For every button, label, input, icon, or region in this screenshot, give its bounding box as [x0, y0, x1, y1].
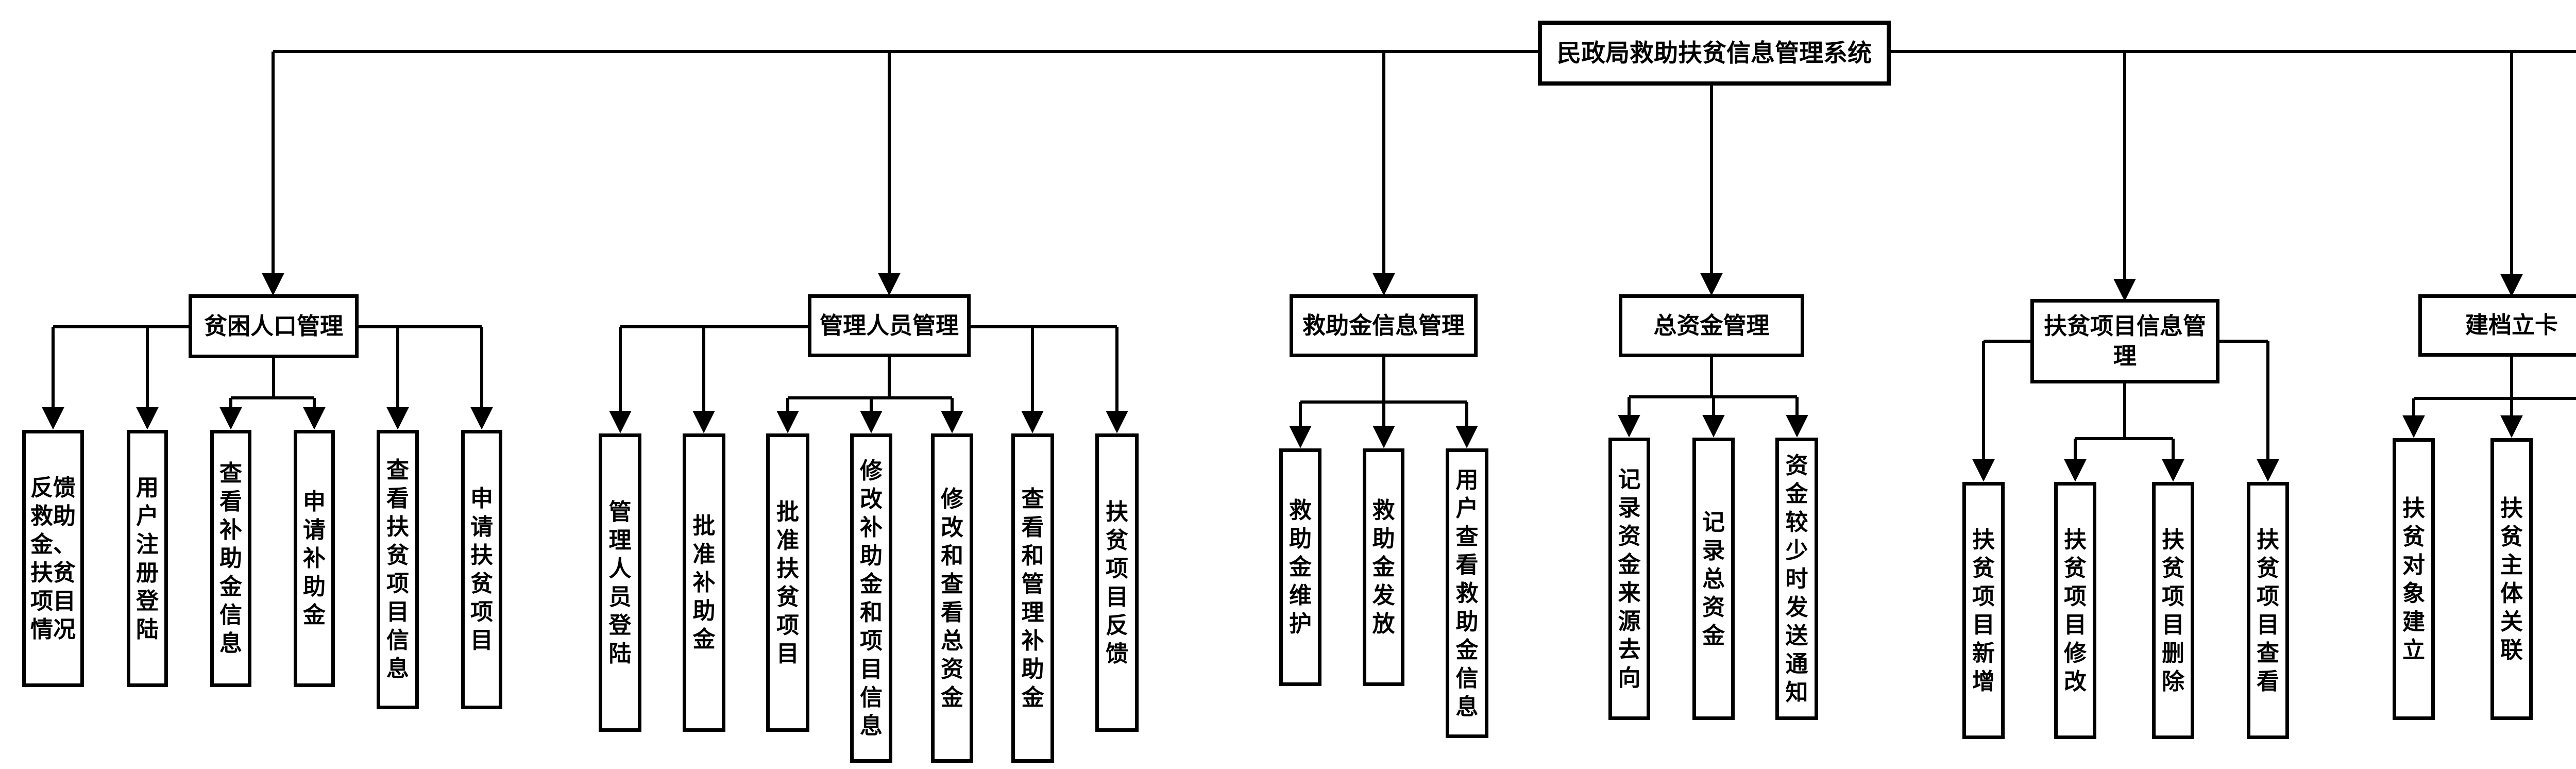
node-group-total-fund-mgmt: 总资金管理 [1619, 294, 1804, 357]
node-leaf-apply-subsidy: 申请补助金 [294, 430, 335, 687]
node-leaf-poverty-project-add: 扶贫项目新增 [1962, 482, 2005, 739]
node-leaf-approve-poverty-project: 批准扶贫项目 [766, 433, 809, 732]
node-group-poor-population-mgmt: 贫困人口管理 [189, 294, 359, 358]
node-leaf-view-and-manage-subsidy: 查看和管理补助金 [1011, 433, 1054, 763]
node-leaf-user-view-aid-fund-info: 用户查看救助金信息 [1446, 448, 1488, 738]
node-leaf-aid-fund-distribution: 救助金发放 [1363, 448, 1404, 686]
node-leaf-poverty-target-creation: 扶贫对象建立 [2393, 438, 2435, 720]
node-leaf-record-fund-source-destination: 记录资金来源去向 [1608, 438, 1650, 720]
node-group-poverty-project-info-mgmt: 扶贫项目信息管理 [2030, 299, 2219, 383]
node-leaf-modify-and-view-total-fund: 修改和查看总资金 [931, 433, 973, 763]
node-leaf-poverty-project-view: 扶贫项目查看 [2247, 482, 2289, 739]
node-leaf-poverty-subject-association: 扶贫主体关联 [2490, 438, 2533, 720]
node-leaf-poverty-project-delete: 扶贫项目删除 [2152, 482, 2194, 739]
node-leaf-poverty-project-modify: 扶贫项目修改 [2054, 482, 2096, 739]
node-leaf-low-fund-notification: 资金较少时发送通知 [1775, 438, 1818, 720]
node-root-system-title: 民政局救助扶贫信息管理系统 [1538, 21, 1891, 86]
node-leaf-poverty-project-feedback: 扶贫项目反馈 [1095, 433, 1139, 732]
node-leaf-admin-staff-login: 管理人员登陆 [599, 433, 641, 732]
node-leaf-modify-subsidy-and-project-info: 修改补助金和项目信息 [850, 433, 892, 763]
node-leaf-approve-subsidy: 批准补助金 [683, 433, 725, 732]
node-leaf-user-register-login: 用户注册登陆 [127, 430, 168, 687]
node-leaf-view-poverty-project-info: 查看扶贫项目信息 [377, 430, 419, 709]
node-group-aid-fund-info-mgmt: 救助金信息管理 [1290, 294, 1478, 357]
node-group-admin-staff-mgmt: 管理人员管理 [808, 294, 971, 357]
node-leaf-view-subsidy-info: 查看补助金信息 [210, 430, 251, 687]
node-group-archive-card: 建档立卡 [2418, 294, 2576, 357]
node-leaf-feedback-aid-fund-project-status: 反馈救助金、扶贫项目情况 [22, 430, 84, 687]
node-leaf-aid-fund-maintenance: 救助金维护 [1279, 448, 1321, 686]
node-leaf-record-total-fund: 记录总资金 [1692, 438, 1735, 720]
node-leaf-apply-poverty-project: 申请扶贫项目 [461, 430, 502, 709]
